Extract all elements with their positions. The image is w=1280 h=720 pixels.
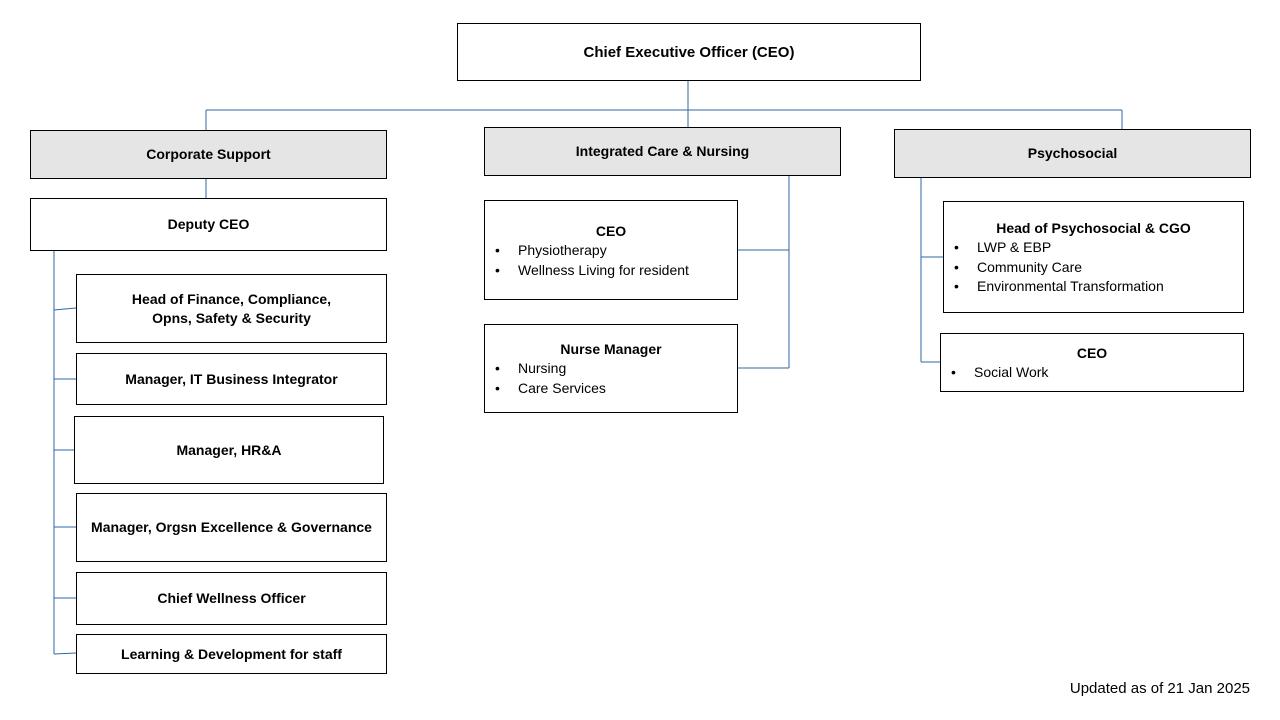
role-wellness-label: Chief Wellness Officer [157, 590, 306, 606]
care-ceo-list: Physiotherapy Wellness Living for reside… [485, 241, 737, 280]
list-item: Environmental Transformation [944, 277, 1243, 297]
role-orgsn-label: Manager, Orgsn Excellence & Governance [91, 519, 372, 535]
ceo-box: Chief Executive Officer (CEO) [457, 23, 921, 81]
role-learning-label: Learning & Development for staff [121, 645, 342, 662]
care-nursing-label: Integrated Care & Nursing [575, 143, 750, 159]
deputy-ceo-box: Deputy CEO [30, 198, 387, 251]
role-it-label: Manager, IT Business Integrator [125, 370, 338, 387]
list-item: Social Work [941, 363, 1243, 383]
list-item: Physiotherapy [485, 241, 737, 261]
corporate-support-label: Corporate Support [146, 146, 271, 162]
psycho-head-list: LWP & EBP Community Care Environmental T… [944, 238, 1243, 297]
list-item: Care Services [485, 379, 737, 399]
psycho-head-box: Head of Psychosocial & CGO LWP & EBP Com… [943, 201, 1244, 313]
role-box-hr: Manager, HR&A [74, 416, 384, 484]
nurse-manager-title: Nurse Manager [560, 341, 662, 357]
connector-corp-role-1 [53, 307, 77, 311]
psycho-head-title: Head of Psychosocial & CGO [996, 220, 1191, 236]
list-item: LWP & EBP [944, 238, 1243, 258]
care-ceo-box: CEO Physiotherapy Wellness Living for re… [484, 200, 738, 300]
deputy-ceo-label: Deputy CEO [167, 216, 250, 232]
list-item: Nursing [485, 359, 737, 379]
care-ceo-title: CEO [595, 223, 627, 239]
nurse-manager-list: Nursing Care Services [485, 359, 737, 398]
psycho-ceo-box: CEO Social Work [940, 333, 1244, 392]
list-item: Community Care [944, 258, 1243, 278]
ceo-title: Chief Executive Officer (CEO) [583, 43, 795, 61]
corporate-support-header: Corporate Support [30, 130, 387, 179]
psychosocial-label: Psychosocial [1027, 145, 1118, 161]
role-box-it: Manager, IT Business Integrator [76, 353, 387, 405]
nurse-manager-box: Nurse Manager Nursing Care Services [484, 324, 738, 413]
connector-corp-role-6 [53, 652, 77, 655]
psychosocial-header: Psychosocial [894, 129, 1251, 178]
role-box-wellness: Chief Wellness Officer [76, 572, 387, 625]
role-box-finance: Head of Finance, Compliance, Opns, Safet… [76, 274, 387, 343]
role-finance-line2: Opns, Safety & Security [152, 309, 311, 326]
role-finance-line1: Head of Finance, Compliance, [131, 290, 332, 307]
list-item: Wellness Living for resident [485, 261, 737, 281]
role-hr-label: Manager, HR&A [176, 441, 282, 458]
psycho-ceo-list: Social Work [941, 363, 1243, 383]
psycho-ceo-title: CEO [1076, 345, 1108, 361]
role-box-learning: Learning & Development for staff [76, 634, 387, 674]
care-nursing-header: Integrated Care & Nursing [484, 127, 841, 176]
updated-date-note: Updated as of 21 Jan 2025 [1069, 680, 1250, 697]
role-box-orgsn: Manager, Orgsn Excellence & Governance [76, 493, 387, 562]
